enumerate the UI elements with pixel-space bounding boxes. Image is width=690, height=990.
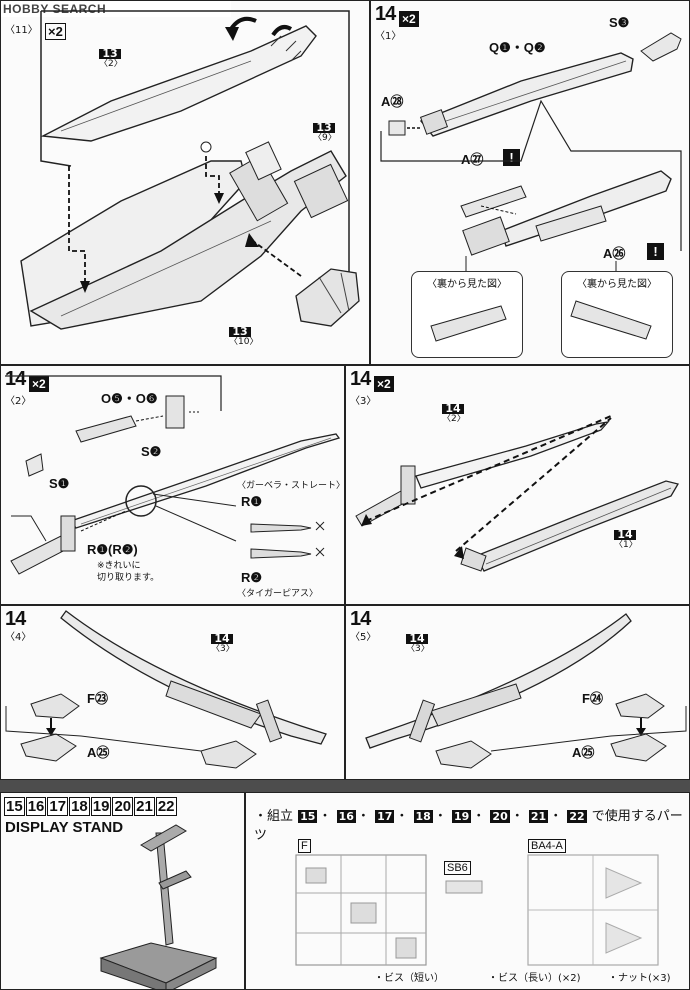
back-view-caption: 〈裏から見た図〉 xyxy=(577,279,657,290)
back-view-caption: 〈裏から見た図〉 xyxy=(427,279,507,290)
part-label-q: Q❶・Q❷ xyxy=(489,40,546,55)
part-label-r: R❶(R❷) xyxy=(87,542,138,557)
step-14-3-panel: 14 ×2 〈3〉 14〈2〉 14〈1〉 xyxy=(345,365,690,605)
step-14-2-illustration xyxy=(5,375,341,575)
screw-short-label: ・ビス（短い） xyxy=(374,973,444,984)
site-header: HOBBY SEARCH xyxy=(1,1,231,17)
part-ref-14-2: 14〈2〉 xyxy=(442,402,466,424)
step-sub-label: 〈3〉 xyxy=(350,396,377,407)
multiplier-badge: ×2 xyxy=(374,376,394,392)
step-number: 17 xyxy=(47,797,69,816)
step-number: 16 xyxy=(25,797,47,816)
step-number: 22 xyxy=(155,797,177,816)
runner-illustrations xyxy=(295,854,659,966)
runner-label-ba4a: BA4-A xyxy=(528,839,566,853)
option-title: 〈ガーベラ・ストレート〉 xyxy=(237,481,345,491)
step-number: 22 xyxy=(567,810,587,823)
caution-icon: ! xyxy=(647,243,664,260)
part-label-f24: F㉔ xyxy=(582,691,603,706)
step-13-11-panel: HOBBY SEARCH 〈11〉 ×2 13〈2〉 13〈9〉 13〈10〉 xyxy=(0,0,370,365)
step-13-illustration xyxy=(20,10,360,330)
part-label-a26: A㉖ xyxy=(603,246,626,261)
step-number: 20 xyxy=(112,797,134,816)
step-number: 14 xyxy=(350,608,371,630)
step-sub-label: 〈4〉 xyxy=(5,632,32,643)
hobby-search-logo: HOBBY SEARCH xyxy=(3,2,107,16)
step-number: 14 xyxy=(5,368,26,390)
part-label-f23: F㉓ xyxy=(87,691,108,706)
part-label-a28: A㉘ xyxy=(381,94,404,109)
step-number: 14 xyxy=(350,368,371,390)
multiplier-badge: ×2 xyxy=(29,376,49,392)
display-stand-panel: 15 16 17 18 19 20 21 22 DISPLAY STAND xyxy=(0,792,245,990)
runner-label-sb6: SB6 xyxy=(444,861,471,875)
part-ref-14-1: 14〈1〉 xyxy=(614,528,638,550)
runner-label-f: F xyxy=(298,839,311,853)
part-ref-13-10: 13〈10〉 xyxy=(229,325,259,347)
step-sub-label: 〈11〉 xyxy=(5,25,38,36)
step-sub-label: 〈2〉 xyxy=(5,396,32,407)
parts-list-prefix: ・組立 xyxy=(254,809,294,824)
option-r1-label: R❶ xyxy=(241,494,263,509)
multiplier-badge: ×2 xyxy=(45,23,66,40)
step-number: 21 xyxy=(134,797,155,816)
step-14-1-illustration xyxy=(380,32,682,342)
step-14-5-panel: 14 〈5〉 14〈3〉 F㉔ A㉕ xyxy=(345,605,690,780)
step-14-4-illustration xyxy=(5,610,327,769)
caution-icon: ! xyxy=(503,149,520,166)
part-label-s1: S❶ xyxy=(49,476,70,491)
step-14-3-illustration xyxy=(355,415,679,572)
step-number: 14 xyxy=(5,608,26,630)
part-ref-14-3: 14〈3〉 xyxy=(211,632,235,654)
part-ref-13-9: 13〈9〉 xyxy=(313,121,337,143)
cutting-note-line-2: 切り取ります。 xyxy=(97,573,160,583)
step-number: 17 xyxy=(375,810,395,823)
step-number: 15 xyxy=(4,797,25,816)
step-number: 16 xyxy=(336,810,356,823)
step-number: 18 xyxy=(413,810,433,823)
step-number: 20 xyxy=(490,810,510,823)
step-14-2-panel: 14 ×2 〈2〉 O❺・O❻ S❷ S❶ R❶(R❷) ※きれいに 切り取りま… xyxy=(0,365,345,605)
step-14-1-panel: 14 ×2 〈1〉 Q❶・Q❷ S❸ A㉘ A㉗ ! A㉖ ! 〈裏から見た図〉… xyxy=(370,0,690,365)
part-label-a25: A㉕ xyxy=(87,745,110,760)
part-label-s2: S❷ xyxy=(141,444,162,459)
step-sub-label: 〈1〉 xyxy=(375,31,402,42)
parts-list-suffix: で使用するパーツ xyxy=(254,809,683,843)
step-number: 15 xyxy=(298,810,318,823)
parts-list-panel: ・組立 15・ 16・ 17・ 18・ 19・ 20・ 21・ 22 で使用する… xyxy=(245,792,690,990)
screw-long-label: ・ビス（長い）(×2) xyxy=(488,973,581,984)
part-label-a27: A㉗ xyxy=(461,152,484,167)
part-label-s3: S❸ xyxy=(609,15,630,30)
display-stand-illustration xyxy=(99,824,218,989)
step-14-5-illustration xyxy=(365,613,687,769)
step-14-4-panel: 14 〈4〉 14〈3〉 F㉓ A㉕ xyxy=(0,605,345,780)
option-r2-caption: 〈タイガーピアス〉 xyxy=(237,589,319,599)
step-number: 21 xyxy=(528,810,549,823)
parts-list-title: ・組立 15・ 16・ 17・ 18・ 19・ 20・ 21・ 22 で使用する… xyxy=(254,809,683,843)
stand-step-numbers: 15 16 17 18 19 20 21 22 xyxy=(4,797,177,816)
cutting-note-line-1: ※きれいに xyxy=(97,561,141,571)
step-sub-label: 〈5〉 xyxy=(350,632,377,643)
part-label-o: O❺・O❻ xyxy=(101,391,158,406)
part-ref-13-2: 13〈2〉 xyxy=(99,47,123,69)
option-r2-label: R❷ xyxy=(241,570,263,585)
step-number: 19 xyxy=(90,797,112,816)
multiplier-badge: ×2 xyxy=(399,11,419,27)
step-number: 14 xyxy=(375,3,396,25)
display-stand-title: DISPLAY STAND xyxy=(5,819,124,836)
step-number: 18 xyxy=(69,797,90,816)
part-label-a25: A㉕ xyxy=(572,745,595,760)
nut-label: ・ナット(×3) xyxy=(608,973,671,984)
part-ref-14-3: 14〈3〉 xyxy=(406,632,430,654)
step-number: 19 xyxy=(451,810,472,823)
